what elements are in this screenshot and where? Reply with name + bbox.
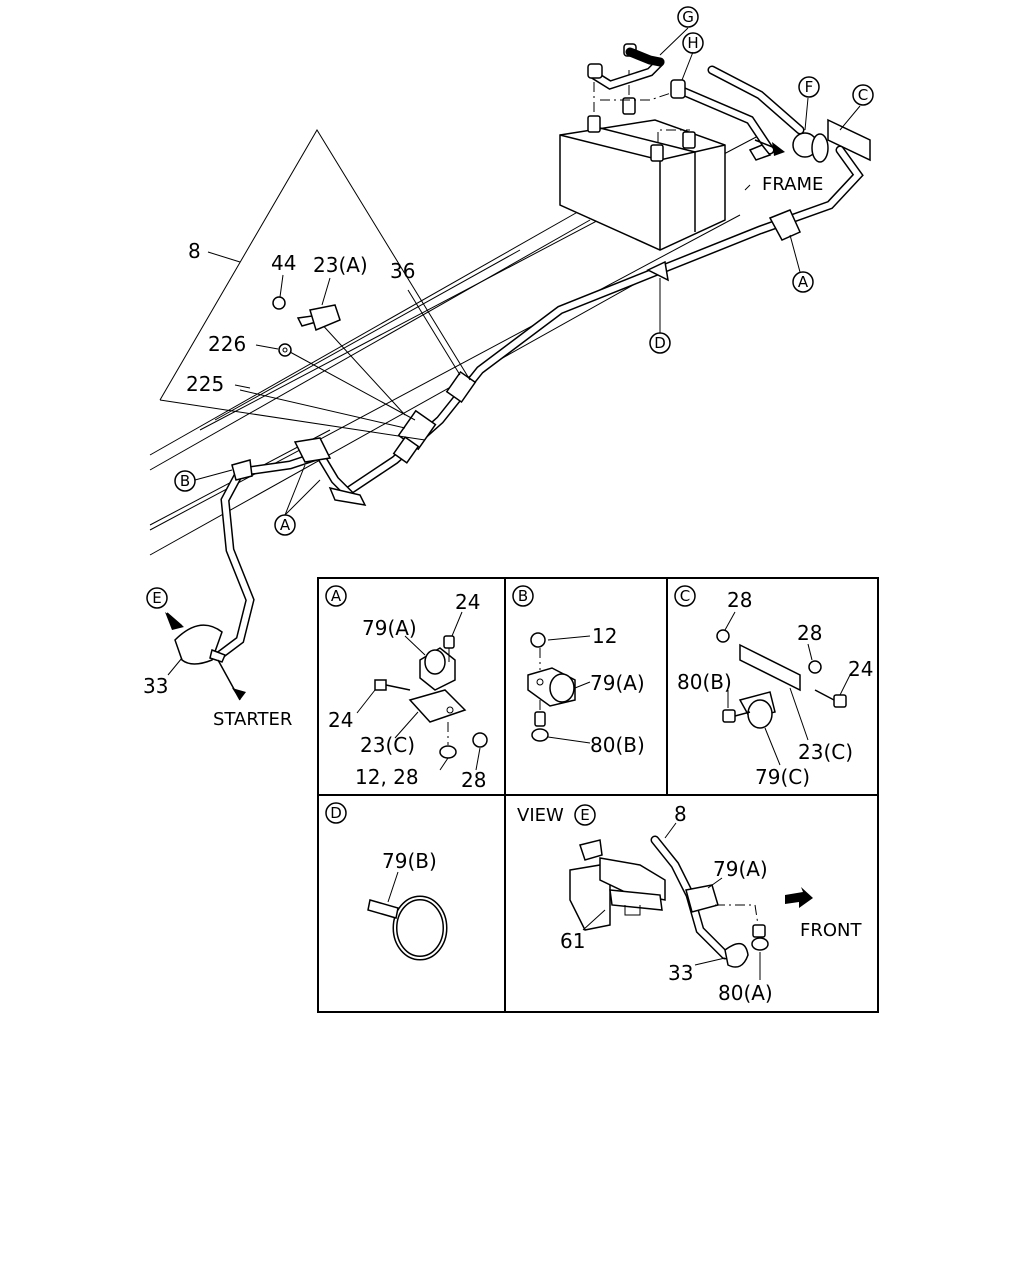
detail-grid bbox=[317, 577, 879, 1013]
detail-a-label-79a: 79(A) bbox=[362, 616, 417, 640]
detail-d-label-79b: 79(B) bbox=[382, 849, 437, 873]
main-harness-cable bbox=[174, 145, 864, 701]
detail-c-letter: C bbox=[680, 587, 690, 605]
detail-b-label-12: 12 bbox=[592, 624, 617, 648]
detail-c-label-23c: 23(C) bbox=[798, 740, 853, 764]
detail-c-panel: C 28 28 24 80(B) 23(C) 79(C) bbox=[674, 585, 873, 789]
marker-f: F bbox=[798, 76, 820, 98]
detail-a-label-24-left: 24 bbox=[328, 708, 353, 732]
detail-c-label-79c: 79(C) bbox=[755, 765, 810, 789]
callout-226: 226 bbox=[208, 332, 246, 356]
detail-a-label-12-28: 12, 28 bbox=[355, 765, 419, 789]
detail-c-label-28-top: 28 bbox=[727, 588, 752, 612]
marker-b: B bbox=[174, 470, 196, 492]
callout-36: 36 bbox=[390, 259, 415, 283]
detail-triangle bbox=[159, 129, 471, 441]
callout-leaders bbox=[165, 27, 861, 676]
marker-f-letter: F bbox=[805, 78, 814, 96]
callout-8: 8 bbox=[188, 239, 201, 263]
marker-e-letter: E bbox=[152, 589, 161, 607]
detail-a-label-24-top: 24 bbox=[455, 590, 480, 614]
marker-h-letter: H bbox=[687, 34, 698, 52]
frame-label: FRAME bbox=[762, 174, 823, 195]
marker-a-left: A bbox=[274, 514, 296, 536]
battery-group bbox=[559, 70, 726, 251]
detail-b-label-79a: 79(A) bbox=[590, 671, 645, 695]
marker-a-right-letter: A bbox=[798, 273, 809, 291]
marker-g: G bbox=[677, 6, 699, 28]
detail-e-label-79a: 79(A) bbox=[713, 857, 768, 881]
detail-e-label-61: 61 bbox=[560, 929, 585, 953]
detail-c-label-80b: 80(B) bbox=[677, 670, 732, 694]
detail-e-panel: VIEW E 8 79(A) FRONT 61 33 80(A) bbox=[517, 802, 862, 1005]
callout-23a: 23(A) bbox=[313, 253, 368, 277]
detail-a-label-23c: 23(C) bbox=[360, 733, 415, 757]
callout-33: 33 bbox=[143, 674, 168, 698]
detail-e-letter: E bbox=[580, 806, 589, 824]
detail-a-letter: A bbox=[331, 587, 342, 605]
detail-a-panel: A 24 79(A) 24 23(C) 12, 28 28 bbox=[325, 585, 488, 792]
marker-a-left-letter: A bbox=[280, 516, 291, 534]
detail-e-label-front: FRONT bbox=[800, 920, 862, 941]
detail-b-label-80b: 80(B) bbox=[590, 733, 645, 757]
callout-225: 225 bbox=[186, 372, 224, 396]
detail-b-letter: B bbox=[518, 587, 528, 605]
callout-44: 44 bbox=[271, 251, 296, 275]
marker-a-right: A bbox=[792, 271, 814, 293]
detail-e-label-80a: 80(A) bbox=[718, 981, 773, 1005]
marker-c-letter: C bbox=[858, 86, 868, 104]
battery-cables bbox=[587, 43, 871, 163]
detail-e-label-33: 33 bbox=[668, 961, 693, 985]
marker-h: H bbox=[682, 32, 704, 54]
detail-d-panel: D 79(B) bbox=[325, 802, 448, 961]
starter-label: STARTER bbox=[213, 709, 292, 730]
marker-d-letter: D bbox=[654, 334, 666, 352]
detail-d-letter: D bbox=[330, 804, 342, 822]
marker-c: C bbox=[852, 84, 874, 106]
marker-e: E bbox=[146, 587, 168, 609]
detail-e-label-8: 8 bbox=[674, 802, 687, 826]
detail-c-label-28-mid: 28 bbox=[797, 621, 822, 645]
marker-d: D bbox=[649, 332, 671, 354]
detail-a-label-28: 28 bbox=[461, 768, 486, 792]
view-word: VIEW bbox=[517, 805, 564, 826]
marker-g-letter: G bbox=[682, 8, 694, 26]
detail-b-panel: B 12 79(A) 80(B) bbox=[512, 585, 645, 757]
detail-c-label-24: 24 bbox=[848, 657, 873, 681]
marker-b-letter: B bbox=[180, 472, 190, 490]
